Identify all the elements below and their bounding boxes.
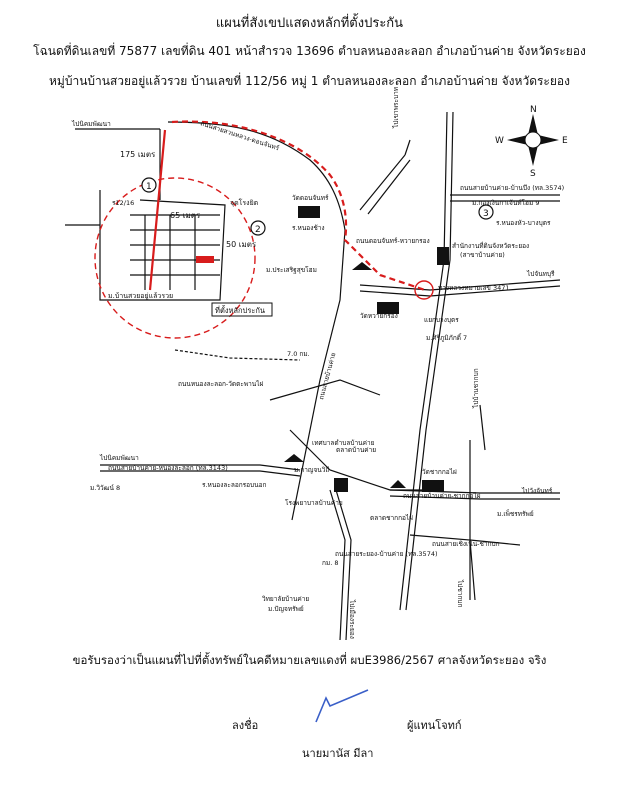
label-dist-65: 65 เมตร (170, 211, 201, 220)
building-icon (334, 478, 348, 492)
label-road-3143: ถนนสายบ้านค่าย-หนองละลอก (ทล.3143) (108, 464, 228, 472)
road-middle (291, 229, 346, 521)
road-chakbok-top (479, 404, 486, 451)
svg-text:2: 2 (255, 225, 261, 235)
label-village-phet: ม.เพ็ชรทรัพย์ (497, 509, 534, 518)
compass-s: S (530, 169, 536, 179)
label-collateral: ที่ตั้งหลักประกัน (215, 305, 265, 315)
sign-label: ลงชื่อ (232, 719, 259, 732)
label-hospital: โรงพยาบาลบ้านค่าย (285, 499, 343, 507)
label-start-point: จุดโรงยิต (230, 198, 259, 207)
compass-w: W (495, 136, 504, 146)
village-lots (130, 214, 220, 276)
label-police: เทศบาลตำบลบ้านค่าย (312, 439, 375, 447)
label-road-nonglalok: ถนนหนองละลอก-วัดตะพานไผ่ (178, 380, 264, 388)
label-temple-donchan: วัดดอนจันทร์ (292, 194, 329, 202)
marker-1 (141, 177, 157, 193)
junction-circle (414, 280, 434, 300)
label-temple-chakkok: วัดชากกอไผ่ (422, 468, 457, 476)
label-to-khaopraphap: ไปเขาพระบาท (392, 87, 400, 129)
label-to-chakbok: ไปบ้านชากบก (472, 368, 480, 409)
label-to-nikhom-top: ไปนิคมพัฒนา (71, 120, 111, 128)
route-village (148, 129, 167, 291)
label-road-north: ถนนสายสวนหลวง-ดอนจันทร์ (199, 119, 280, 152)
village-boundary (99, 190, 226, 301)
route-to-collateral (148, 120, 426, 292)
junction-icon (390, 480, 406, 488)
label-village-prasert: ม.ประเสริฐสุขโฮม (266, 266, 317, 274)
label-km-8: กม. 8 (322, 559, 339, 567)
label-school-banklang2: วิทยาลัยบ้านค่าย (262, 595, 310, 603)
road-nongkho (359, 154, 411, 215)
label-dist-7km: 7.0 กม. (287, 350, 310, 358)
map-title: แผนที่สังเขปแสดงหลักที่ตั้งประกัน (215, 16, 404, 31)
label-road-choengnoen: ถนนสายเชิงเนิน-ชากบก (432, 540, 500, 548)
marker-2 (250, 220, 266, 236)
compass-rose: N S E W (495, 105, 568, 179)
junction-icon (352, 262, 372, 270)
svg-text:1: 1 (146, 182, 152, 192)
road-banbueng (450, 194, 560, 202)
sketch-map: N S E W 1 2 3 ไปนิคมพัฒนา ไปเขาพระบาท 17… (65, 87, 568, 640)
label-village-siri: ม.ศิริภูมิภักดิ์ 7 (426, 333, 467, 342)
label-land-office: สำนักงานที่ดินจังหวัดระยอง (452, 241, 529, 250)
label-school-nongtha: ร.หนองหัว-บางบุตร (496, 219, 551, 227)
road-chakkok (389, 489, 560, 500)
label-temple-waikrong: วัดหวายกรอง (360, 312, 398, 320)
signature (315, 689, 369, 723)
label-village-kanchana: ม.กาญจนวิถี (294, 466, 329, 474)
label-village: ม.บ้านสวยอยู่แล้วรวย (108, 292, 173, 300)
signer-name: นายมานัส มีลา (302, 747, 374, 760)
junction-icon (284, 454, 304, 462)
temple-icon (298, 206, 320, 218)
label-to-chakbok2: ไปชากบก (456, 579, 464, 608)
road-3143 (100, 464, 301, 477)
label-highway-3471: ทางหลวงหมายเลข 3471 (438, 284, 509, 292)
temple-icon (377, 302, 399, 314)
label-school-nongchang: ร.หนองช้าง (292, 224, 325, 232)
road-nongkho-end (404, 139, 411, 156)
svg-text:3: 3 (483, 209, 489, 219)
label-to-chanthaburi: ไปจันทบุรี (526, 270, 555, 278)
label-to-rayong: ไปเมืองระยอง (348, 599, 356, 639)
compass-n: N (530, 105, 537, 115)
deed-info: โฉนดที่ดินเลขที่ 75877 เลขที่ดิน 401 หน้… (33, 44, 586, 58)
collateral-zone-circle (94, 177, 256, 339)
compass-e: E (562, 136, 568, 146)
property-address: หมู่บ้านบ้านสวยอยู่แล้วรวย บ้านเลขที่ 11… (49, 74, 570, 88)
road-3574 (329, 489, 352, 640)
label-road-chakkok: ถนนสายบ้านค่าย-ชากกอไผ่ (403, 492, 481, 500)
collateral-plot (196, 256, 214, 263)
road-town (269, 379, 440, 491)
marker-3 (478, 204, 494, 220)
label-village-nara: ม.ปัญจทรัพย์ (268, 605, 304, 613)
road-nonglalok (174, 349, 301, 361)
certification-text: ขอรับรองว่าเป็นแผนที่ไปที่ตั้งทรัพย์ในคด… (72, 653, 547, 667)
temple-icon (422, 480, 444, 492)
label-road-banklang: ถนนสายบ้านค่าย (317, 352, 337, 401)
label-school-nonglalok: ร.หนองละลอกรอบนอก (202, 481, 267, 489)
signer-role: ผู้แทนโจทก์ (407, 719, 462, 732)
label-village-kong: ม.กองเงินกาเจ้นท์โฮม 9 (472, 199, 540, 207)
label-dist-175: 175 เมตร (120, 150, 156, 159)
label-market: ตลาดบ้านค่าย (336, 446, 376, 454)
label-land-office-sub: (สาขาบ้านค่าย) (460, 251, 505, 259)
label-junction-bangbut: แยกบางบุตร (424, 316, 459, 324)
label-road-12: ร12/16 (112, 199, 134, 207)
label-road-donchan2: ถนนดอนจันทร์-หวายกรอง (356, 237, 430, 245)
label-dist-50: 50 เมตร (226, 240, 257, 249)
road-main-right (399, 111, 454, 611)
label-village-wiwat: ม.วิวัฒน์ 8 (90, 484, 120, 492)
label-road-banchang: ถนนสายบ้านค่าย-บ้านบึง (ทล.3574) (460, 184, 564, 192)
route-main (171, 120, 426, 292)
label-to-nikhom-mid: ไปนิคมพัฒนา (99, 454, 139, 462)
road-suanluang (167, 121, 346, 231)
label-road-3574: ถนนสายระยอง-บ้านค่าย (ทล.3574) (335, 550, 438, 558)
village-lots-v (144, 215, 196, 290)
label-to-wangchan: ไปวังจันทร์ (521, 487, 553, 495)
building-icon (437, 247, 449, 265)
label-market2: ตลาดชากกอไผ่ (370, 514, 413, 522)
